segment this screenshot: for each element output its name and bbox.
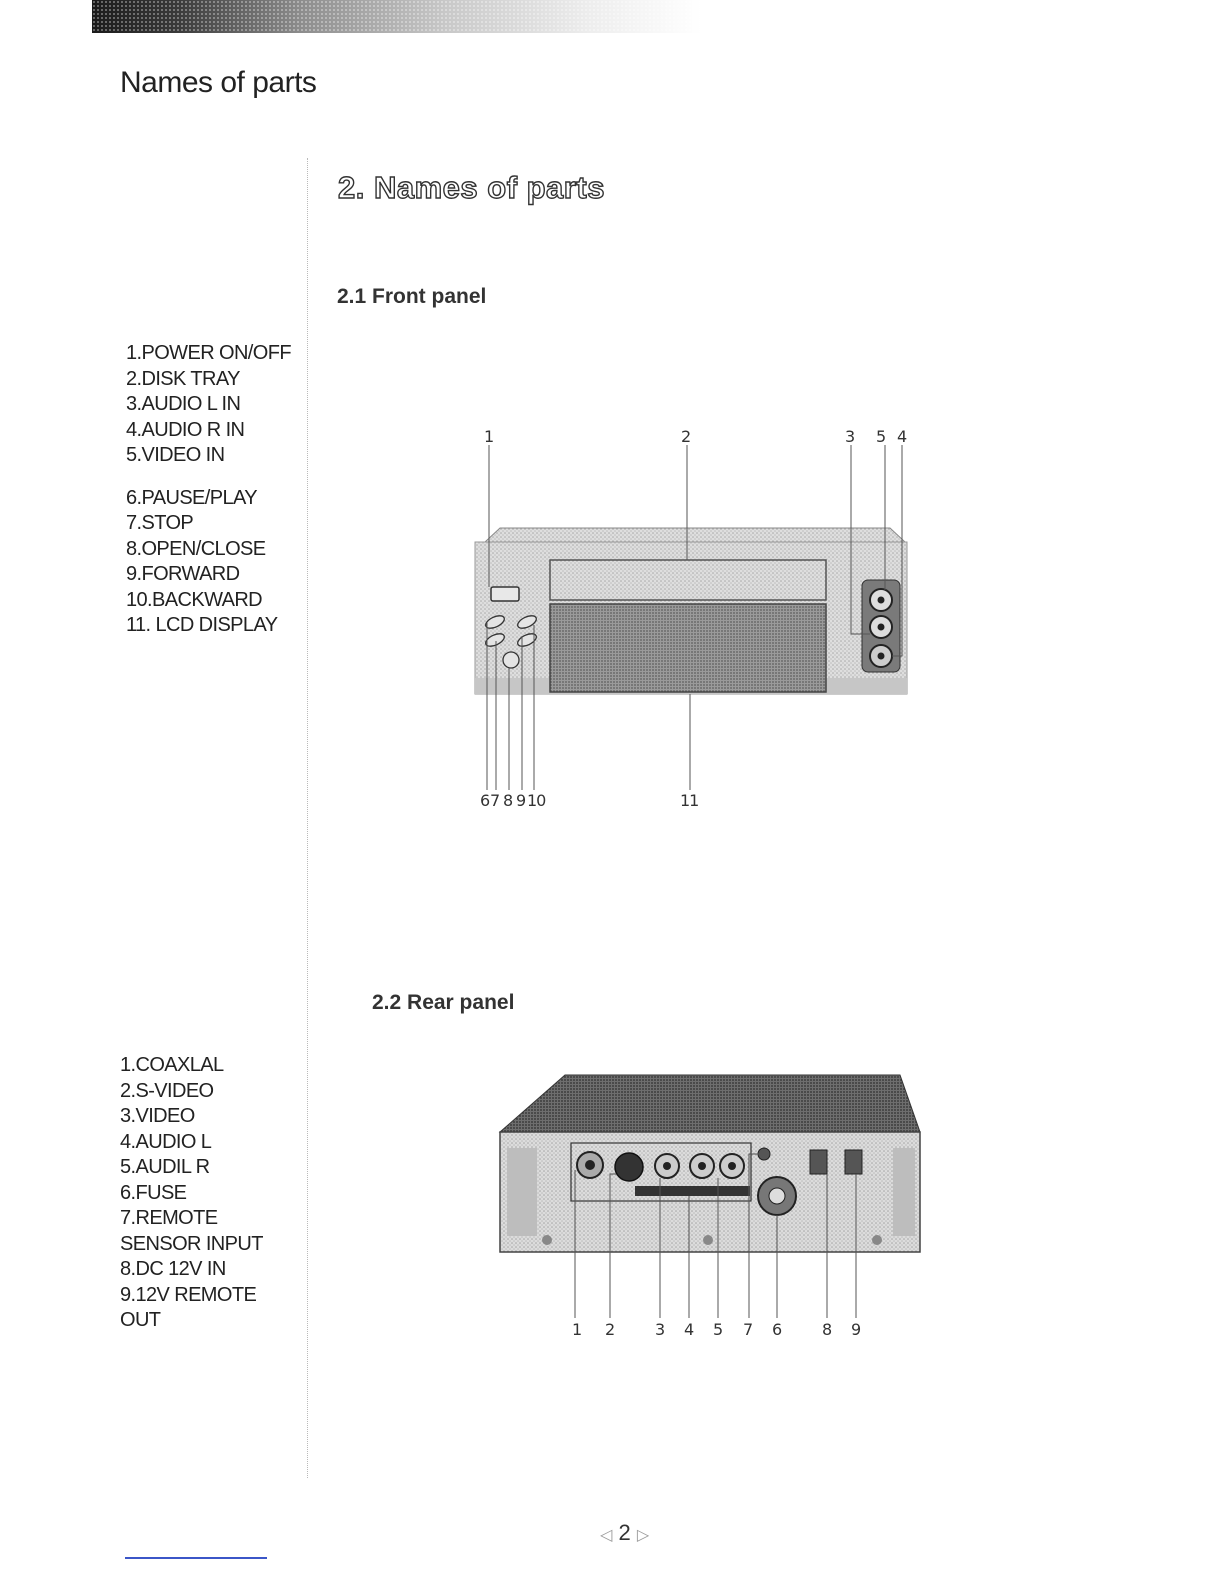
list-item: 1.COAXLAL: [120, 1054, 224, 1076]
list-item: 7.STOP: [126, 512, 194, 534]
rear-panel-diagram: [498, 1074, 921, 1318]
page-number: 2: [618, 1520, 631, 1545]
leader-lines: [574, 1153, 857, 1318]
list-item: 2.S-VIDEO: [120, 1079, 214, 1102]
rear-callout-3: 3: [655, 1320, 665, 1339]
front-callout-5: 5: [876, 427, 886, 446]
front-callout-10: 10: [527, 791, 546, 810]
remote-sensor-input: [757, 1147, 771, 1161]
front-callout-9: 9: [516, 791, 526, 810]
front-callout-7: 7: [490, 791, 500, 810]
front-panel-parts-list: 1.POWER ON/OFF 2.DISK TRAY 3.AUDIO L IN …: [126, 341, 292, 639]
list-item: OUT: [120, 1309, 161, 1331]
open-close-button: [502, 651, 520, 669]
forward-button: [517, 615, 537, 629]
next-page-arrow-icon: ▷: [636, 1527, 650, 1544]
rear-callout-5: 5: [713, 1320, 723, 1339]
rear-panel-parts-list: 1.COAXLAL 2.S-VIDEO 3.VIDEO 4.AUDIO L 5.…: [120, 1053, 263, 1334]
rear-callout-1: 1: [572, 1320, 582, 1339]
list-item: 11. LCD DISPLAY: [126, 614, 278, 636]
header-gradient-band: [92, 0, 702, 33]
previous-page-arrow-icon: ◁: [600, 1527, 613, 1544]
connector-label-strip: [635, 1186, 750, 1196]
front-callout-6: 6: [480, 791, 490, 810]
device-body: [498, 1074, 921, 1253]
page-header: Names of parts: [120, 66, 317, 99]
section-title: 2. Names of parts: [337, 169, 605, 205]
power-button: [490, 586, 520, 602]
rear-callout-6: 6: [772, 1320, 782, 1339]
list-item: 8.DC 12V IN: [120, 1258, 226, 1280]
stop-button: [485, 633, 505, 647]
list-item: 3.VIDEO: [120, 1105, 195, 1127]
list-item: 7.REMOTE: [120, 1207, 218, 1229]
list-item: 3.AUDIO L IN: [126, 393, 241, 415]
list-item: 6.PAUSE/PLAY: [126, 486, 258, 509]
rear-callout-2: 2: [605, 1320, 615, 1339]
list-item: 9.FORWARD: [126, 563, 240, 585]
pause-play-button: [485, 615, 505, 629]
leader-lines: [486, 445, 903, 790]
list-item: 6.FUSE: [120, 1181, 187, 1204]
rear-panel-heading: 2.2 Rear panel: [372, 991, 515, 1014]
list-item: SENSOR INPUT: [120, 1232, 263, 1255]
list-item: 8.OPEN/CLOSE: [126, 537, 266, 560]
list-item: 4.AUDIO L: [120, 1130, 212, 1153]
dc-12v-in-port: [809, 1149, 828, 1175]
list-item: 2.DISK TRAY: [126, 367, 240, 390]
front-callout-3: 3: [845, 427, 855, 446]
column-divider: [307, 158, 308, 1478]
lcd-display: [549, 603, 827, 693]
av-input-jacks: [861, 579, 901, 673]
front-callout-11: 11: [680, 791, 699, 810]
rear-callout-7: 7: [743, 1320, 753, 1339]
list-item: 5.AUDIL R: [120, 1156, 210, 1178]
list-item: 9.12V REMOTE: [120, 1283, 257, 1306]
s-video-jack: [614, 1152, 644, 1182]
rear-callout-4: 4: [684, 1320, 694, 1339]
front-panel-heading: 2.1 Front panel: [337, 285, 487, 308]
remote-out-port: [844, 1149, 863, 1175]
disk-tray: [549, 559, 827, 601]
connector-panel-outline: [570, 1142, 752, 1202]
list-item: 5.VIDEO IN: [126, 444, 225, 466]
list-item: 10.BACKWARD: [126, 588, 263, 611]
list-item: 1.POWER ON/OFF: [126, 342, 292, 364]
front-callout-1: 1: [484, 427, 494, 446]
front-callout-2: 2: [681, 427, 691, 446]
list-item: 4.AUDIO R IN: [126, 418, 245, 441]
footer-rule: [125, 1557, 267, 1559]
page-footer: ◁ 2 ▷: [600, 1520, 649, 1546]
front-callout-8: 8: [503, 791, 513, 810]
front-panel-diagram: [474, 445, 908, 790]
front-callout-4: 4: [897, 427, 907, 446]
rear-callout-8: 8: [822, 1320, 832, 1339]
rear-callout-9: 9: [851, 1320, 861, 1339]
